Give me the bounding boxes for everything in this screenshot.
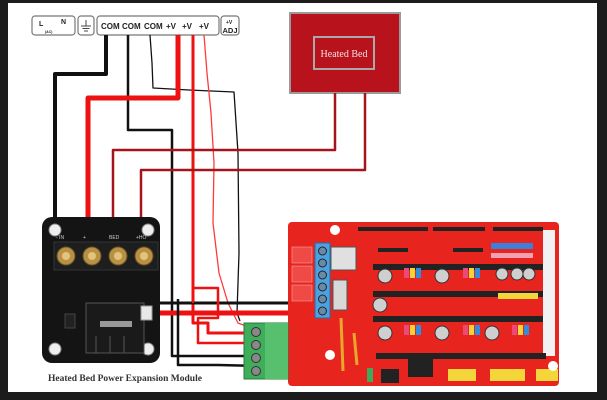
terminal-com-2: COM — [122, 22, 141, 31]
wiring-diagram: L N (AC) COM COM COM +V +V + — [31, 12, 559, 386]
dc-output-terminals: COM COM COM +V +V +V — [96, 15, 220, 36]
wire-black-lower — [176, 299, 259, 368]
wire-red-lower-loop — [191, 286, 248, 345]
ramps-board — [288, 222, 559, 386]
ac-l-label: L — [39, 21, 44, 28]
ramps-reset-button — [381, 369, 399, 383]
ramps-capacitors — [372, 267, 536, 341]
terminal-v-1: +V — [166, 22, 177, 31]
ramps-headers — [358, 227, 546, 377]
power-supply-terminals: L N (AC) COM COM COM +V +V + — [31, 15, 240, 36]
adjust-terminal: +V ADJ — [220, 15, 240, 36]
diagram-canvas: L N (AC) COM COM COM +V +V + — [8, 3, 597, 392]
wire-darkred-bed-a — [111, 93, 337, 221]
mosfet-signal-connector — [140, 305, 153, 321]
ramps-fuses — [339, 317, 359, 372]
mosfet-terminal-labels: - IN + BED +HO — [56, 235, 147, 241]
ac-input-terminal: L N (AC) — [31, 15, 76, 36]
mosfet-module: - IN + BED +HO — [42, 217, 160, 363]
wire-sketch-black-com3 — [149, 34, 241, 322]
ac-sub-label: (AC) — [45, 30, 52, 34]
mosfet-heatsink — [85, 302, 145, 354]
wires — [53, 34, 367, 368]
terminal-v-2: +V — [182, 22, 193, 31]
mosfet-screw-terminals — [53, 241, 159, 271]
adj-label: ADJ — [223, 26, 238, 35]
ground-icon — [81, 20, 91, 32]
ac-n-label: N — [61, 19, 66, 26]
ground-terminal — [77, 15, 95, 36]
ramps-regulator — [330, 246, 357, 271]
mosfet-label-in: - IN — [56, 235, 64, 241]
adj-top-label: +V — [226, 20, 233, 26]
terminal-v-3: +V — [199, 22, 210, 31]
wire-darkred-bed-b — [139, 93, 367, 221]
ramps-power-connector — [243, 322, 289, 380]
terminal-com-3: COM — [144, 22, 163, 31]
mosfet-label-ho: +HO — [136, 235, 147, 241]
wire-black-com1-to-mosfet-in — [53, 35, 108, 221]
ramps-blue-terminal-block — [314, 242, 331, 319]
ramps-jumpers — [404, 268, 529, 335]
ramps-blue-headers — [491, 243, 533, 258]
terminal-com-1: COM — [101, 22, 120, 31]
wire-sketch-red-v3 — [203, 34, 255, 330]
mosfet-module-caption: Heated Bed Power Expansion Module — [48, 374, 202, 384]
heated-bed: Heated Bed — [289, 12, 401, 94]
heated-bed-label: Heated Bed — [321, 49, 368, 60]
mosfet-label-bed: BED — [109, 235, 120, 241]
wire-red-v2-to-ramps — [191, 35, 245, 335]
ramps-yellow-headers — [448, 293, 558, 381]
mosfet-label-plus: + — [83, 235, 86, 241]
wire-red-v1-to-mosfet-plus — [85, 35, 181, 221]
